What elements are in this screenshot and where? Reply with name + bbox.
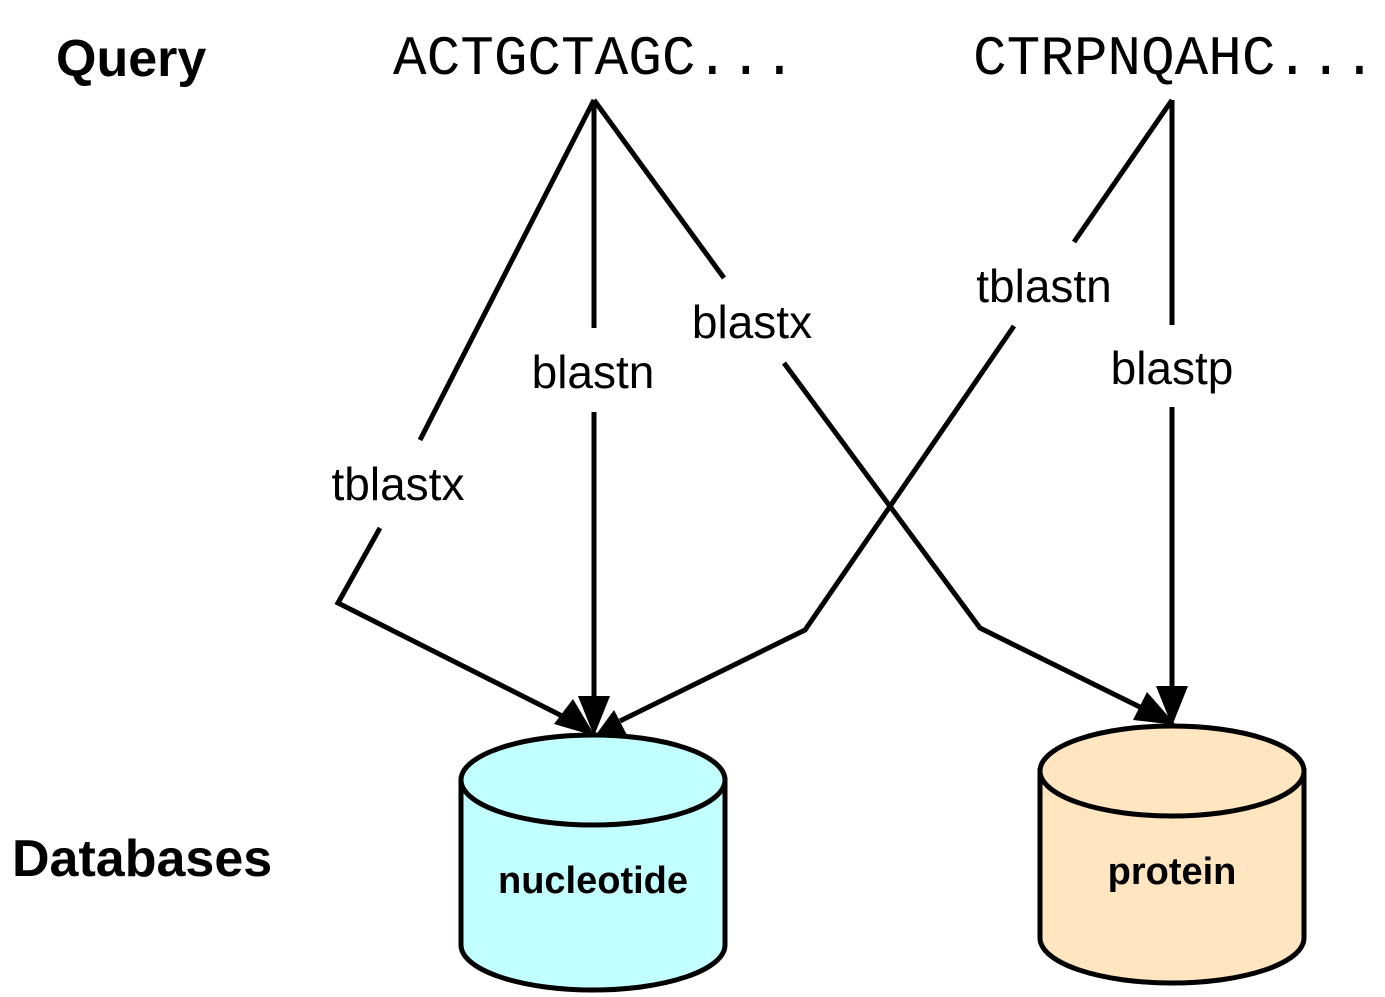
nucleotide-database: nucleotide: [458, 732, 728, 993]
nucleotide-query-sequence: ACTGCTAGC...: [393, 27, 796, 91]
tblastx-label: tblastx: [332, 458, 465, 510]
query-label: Query: [56, 30, 206, 88]
blastx-label: blastx: [692, 296, 812, 348]
edge-blastp: [1156, 100, 1188, 726]
edge-tblastx: [334, 98, 597, 736]
nucleotide-database-label: nucleotide: [498, 860, 688, 902]
edge-blastx: [591, 98, 1176, 725]
tblastn-label: tblastn: [976, 260, 1112, 312]
edge-tblastn: [595, 98, 1175, 737]
protein-database: protein: [1037, 723, 1307, 986]
blastn-label: blastn: [532, 346, 655, 398]
protein-database-label: protein: [1108, 851, 1237, 893]
edge-blastn: [578, 100, 610, 736]
blastp-label: blastp: [1111, 342, 1234, 394]
databases-label: Databases: [12, 830, 272, 888]
protein-query-sequence: CTRPNQAHC...: [973, 27, 1376, 91]
